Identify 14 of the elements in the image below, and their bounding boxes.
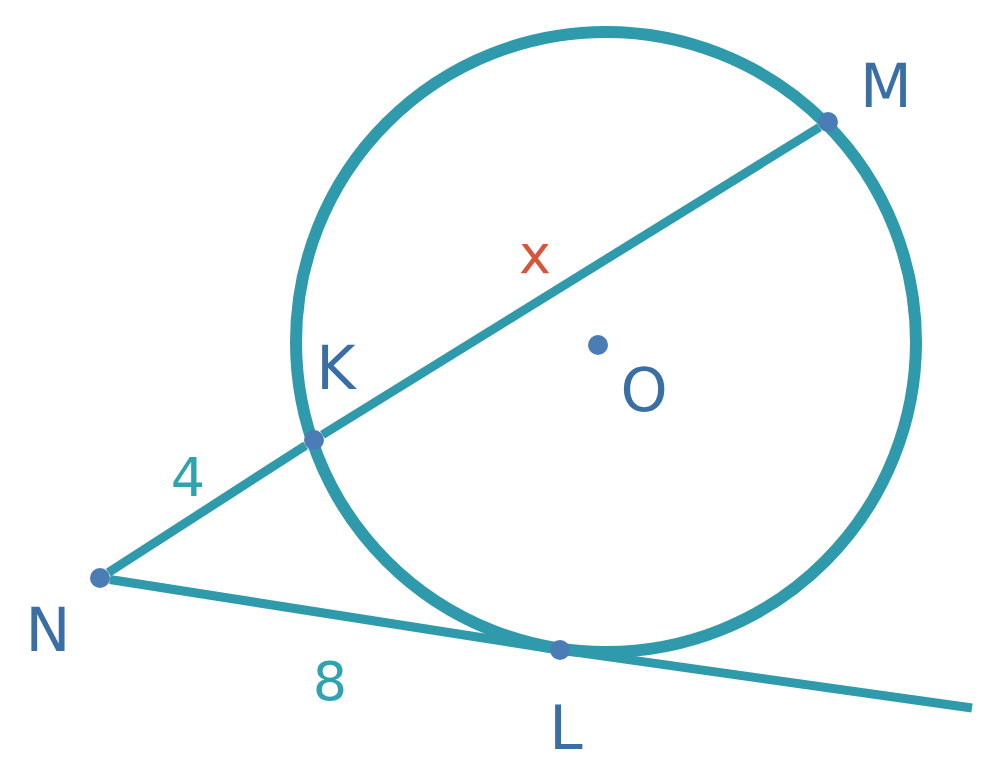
point-label: O: [620, 360, 668, 420]
length-label: 4: [170, 451, 206, 505]
point-label: K: [316, 338, 356, 398]
line-segment: [320, 123, 822, 439]
point-label: M: [860, 56, 912, 116]
point-label: L: [549, 698, 583, 758]
point-dot: [90, 568, 110, 588]
length-label: x: [519, 228, 551, 282]
point-label: N: [25, 600, 71, 660]
line-segment: [105, 441, 309, 577]
line-segment: [109, 575, 551, 653]
point-dot: [550, 640, 570, 660]
point-dot: [588, 335, 608, 355]
length-label: 8: [312, 655, 348, 709]
